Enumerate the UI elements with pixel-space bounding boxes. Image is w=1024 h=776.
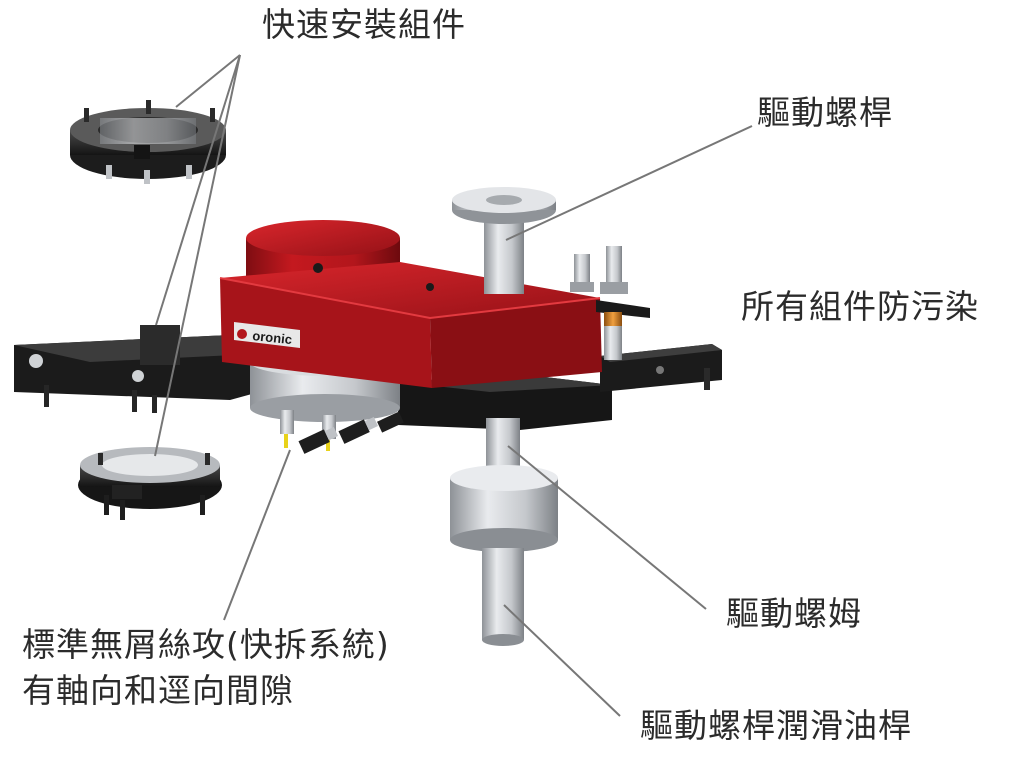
leader-quick-bottom	[154, 54, 241, 457]
leader-lube-rod	[503, 604, 621, 717]
air-fittings	[570, 246, 650, 360]
quick-mount-ring-bottom	[78, 447, 222, 520]
drive-screw	[452, 187, 556, 294]
label-lube-rod: 驅動螺桿潤滑油桿	[640, 706, 912, 745]
lube-rod	[482, 548, 524, 646]
tool-holders	[280, 410, 404, 454]
label-tapping-line1: 標準無屑絲攻(快拆系統)	[22, 625, 390, 664]
quick-mount-ring-top	[70, 100, 226, 184]
label-drive-nut: 驅動螺姆	[726, 594, 862, 633]
leader-quick-mid	[155, 54, 241, 326]
label-drive-screw: 驅動螺桿	[757, 93, 893, 132]
leader-tapping	[223, 449, 291, 621]
leader-drive-nut	[507, 445, 707, 610]
leader-lines	[154, 54, 753, 717]
label-tapping-line2: 有軸向和逕向間隙	[22, 671, 294, 710]
red-housing: oronic	[219, 220, 602, 388]
drive-nut	[450, 418, 558, 552]
leader-quick-top	[175, 54, 241, 108]
leader-drive-screw	[505, 125, 753, 241]
label-contamination-protection: 所有組件防污染	[741, 287, 979, 326]
brand-logo: oronic	[252, 328, 293, 347]
right-bracket-arm	[600, 344, 722, 392]
label-quick-mount: 快速安裝組件	[262, 5, 466, 44]
